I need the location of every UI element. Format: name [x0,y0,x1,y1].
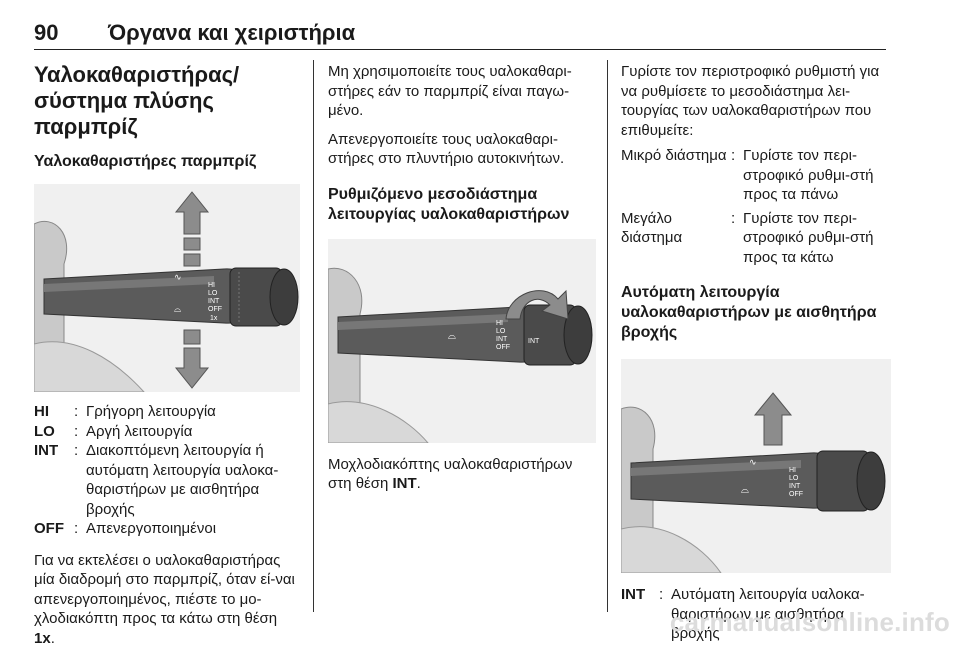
caption-end: . [417,475,421,492]
subsection-title-line: Αυτόματη λειτουργία [621,284,780,301]
single-wipe-paragraph: Για να εκτελέσει ο υαλοκαθαριστήρας μία … [34,551,300,648]
subsection-title-line: Ρυθμιζόμενο μεσοδιάστημα [328,186,537,203]
frozen-windshield-note: Μη χρησιμοποιείτε τους υαλοκαθαρι-στήρες… [328,62,596,121]
page-number: 90 [34,20,58,46]
wiper-lever-illustration: ∿ ⌓ HI LO INT OFF 1x [34,184,300,392]
interval-value: Γυρίστε τον περι-στροφικό ρυθμι-στή προς… [743,209,893,268]
figure-label: INT [208,298,220,305]
lever-int-illustration: ⌓ HI LO INT OFF INT [328,239,596,443]
figure-label: LO [789,475,799,482]
figure-label: OFF [789,491,803,498]
interval-key: Μικρό διάστημα [621,146,731,205]
figure-caption: Μοχλοδιακόπτης υαλοκαθαριστήρων στη θέση… [328,455,596,494]
car-wash-note: Απενεργοποιείτε τους υαλοκαθαρι-στήρες σ… [328,130,596,169]
figure-label: LO [208,290,218,297]
subsection-title-line: υαλοκαθαριστήρων με αισθητήρα [621,304,876,321]
caption-text: Μοχλοδιακόπτης υαλοκαθαριστήρων στη θέση [328,456,572,493]
mode-row: HI: Γρήγορη λειτουργία [34,402,300,422]
figure-label: OFF [496,344,510,351]
subsection-title-line: λειτουργίας υαλοκαθαριστήρων [328,206,569,223]
figure-label: INT [496,336,508,343]
interval-table: Μικρό διάστημα: Γυρίστε τον περι-στροφικ… [621,146,893,267]
svg-text:∿: ∿ [174,272,182,282]
interval-row: Μικρό διάστημα: Γυρίστε τον περι-στροφικ… [621,146,893,205]
figure-label: OFF [208,306,222,313]
figure-label: 1x [210,315,218,322]
mode-value: Απενεργοποιημένοι [86,519,300,539]
int-position-figure: ⌓ HI LO INT OFF INT [328,239,596,443]
mode-value: Αργή λειτουργία [86,422,300,442]
chapter-title: Όργανα και χειριστήρια [108,20,355,46]
subsection-title: Ρυθμιζόμενο μεσοδιάστημα λειτουργίας υαλ… [328,185,596,225]
header-rule [34,49,886,50]
figure-label: HI [208,282,215,289]
svg-text:⌓: ⌓ [741,485,749,496]
section-title-line: σύστημα πλύσης παρμπρίζ [34,88,214,139]
mode-value: Διακοπτόμενη λειτουργία ή αυτόματη λειτο… [86,441,300,519]
mode-key: HI [34,402,74,422]
column-divider [607,60,608,612]
watermark: carmanualsonline.info [670,607,950,638]
mode-row: OFF: Απενεργοποιημένοι [34,519,300,539]
wiper-modes-list: HI: Γρήγορη λειτουργία LO: Αργή λειτουργ… [34,402,300,539]
wiper-lever-figure: ∿ ⌓ HI LO INT OFF 1x [34,184,300,392]
svg-text:∿: ∿ [749,457,757,467]
section-title-line: Υαλοκαθαριστήρας/ [34,62,239,87]
column-2: Μη χρησιμοποιείτε τους υαλοκαθαρι-στήρες… [328,62,596,494]
paragraph-end: . [51,630,55,647]
subsection-title: Αυτόματη λειτουργία υαλοκαθαριστήρων με … [621,283,893,343]
column-divider [313,60,314,612]
interval-key: Μεγάλο διάστημα [621,209,731,268]
figure-label: HI [496,320,503,327]
mode-row: INT: Διακοπτόμενη λειτουργία ή αυτόματη … [34,441,300,519]
column-1: Υαλοκαθαριστήρας/ σύστημα πλύσης παρμπρί… [34,62,300,648]
svg-text:⌓: ⌓ [448,331,456,342]
figure-label: INT [789,483,801,490]
subsection-title-line: βροχής [621,324,677,341]
figure-label: LO [496,328,506,335]
figure-label: HI [789,467,796,474]
mode-row: LO: Αργή λειτουργία [34,422,300,442]
caption-bold: INT [393,475,417,492]
section-title: Υαλοκαθαριστήρας/ σύστημα πλύσης παρμπρί… [34,62,300,140]
column-3: Γυρίστε τον περιστροφικό ρυθμιστή για να… [621,62,893,644]
interval-row: Μεγάλο διάστημα: Γυρίστε τον περι-στροφι… [621,209,893,268]
mode-key: OFF [34,519,74,539]
rain-sensor-figure: ∿ ⌓ HI LO INT OFF [621,359,891,573]
mode-key: INT [621,585,659,644]
figure-label: INT [528,338,540,345]
paragraph-text: Για να εκτελέσει ο υαλοκαθαριστήρας μία … [34,552,295,628]
paragraph-bold: 1x [34,630,51,647]
mode-key: LO [34,422,74,442]
page-header: 90 Όργανα και χειριστήρια [34,18,886,48]
interval-value: Γυρίστε τον περι-στροφικό ρυθμι-στή προς… [743,146,893,205]
mode-key: INT [34,441,74,519]
lever-rain-illustration: ∿ ⌓ HI LO INT OFF [621,359,891,573]
mode-value: Γρήγορη λειτουργία [86,402,300,422]
subsection-title: Υαλοκαθαριστήρες παρμπρίζ [34,152,300,172]
svg-text:⌓: ⌓ [174,304,181,314]
interval-intro: Γυρίστε τον περιστροφικό ρυθμιστή για να… [621,62,893,140]
